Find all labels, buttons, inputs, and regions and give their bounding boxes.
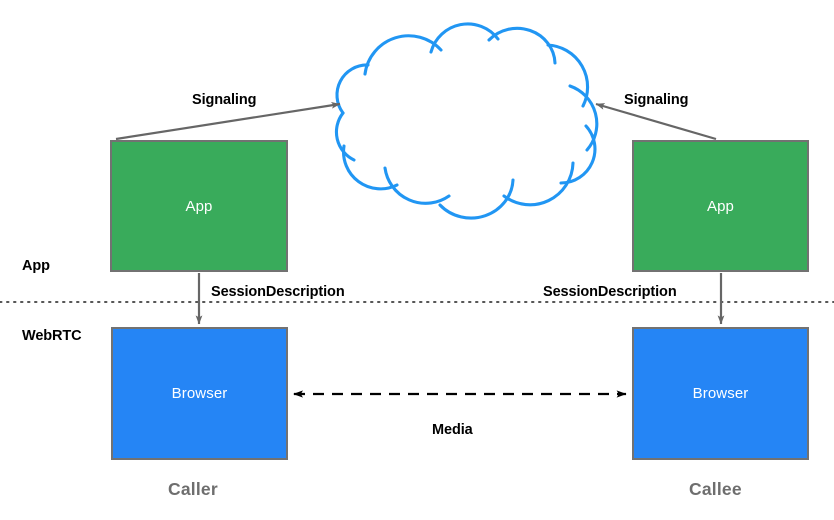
edge-label-session-description-left: SessionDescription — [211, 284, 345, 300]
browser-box-callee-label: Browser — [692, 385, 749, 402]
edge-label-media: Media — [432, 422, 473, 438]
signaling-cloud-icon — [334, 22, 599, 220]
browser-box-callee[interactable]: Browser — [632, 327, 809, 460]
browser-box-caller[interactable]: Browser — [111, 327, 288, 460]
edge-label-signaling-left: Signaling — [192, 92, 257, 108]
app-box-callee[interactable]: App — [632, 140, 809, 272]
endpoint-label-caller: Caller — [168, 479, 218, 499]
layer-label-webrtc: WebRTC — [22, 328, 82, 344]
signaling-arrow-right — [595, 102, 717, 141]
edge-label-session-description-right: SessionDescription — [543, 284, 677, 300]
edge-label-signaling-right: Signaling — [624, 92, 689, 108]
app-box-caller-label: App — [185, 197, 213, 215]
app-box-callee-label: App — [707, 197, 734, 215]
app-box-caller[interactable]: App — [110, 140, 288, 272]
browser-box-caller-label: Browser — [171, 385, 228, 402]
signaling-arrow-left — [115, 101, 341, 141]
endpoint-label-callee: Callee — [689, 479, 742, 499]
layer-label-app: App — [22, 258, 50, 274]
